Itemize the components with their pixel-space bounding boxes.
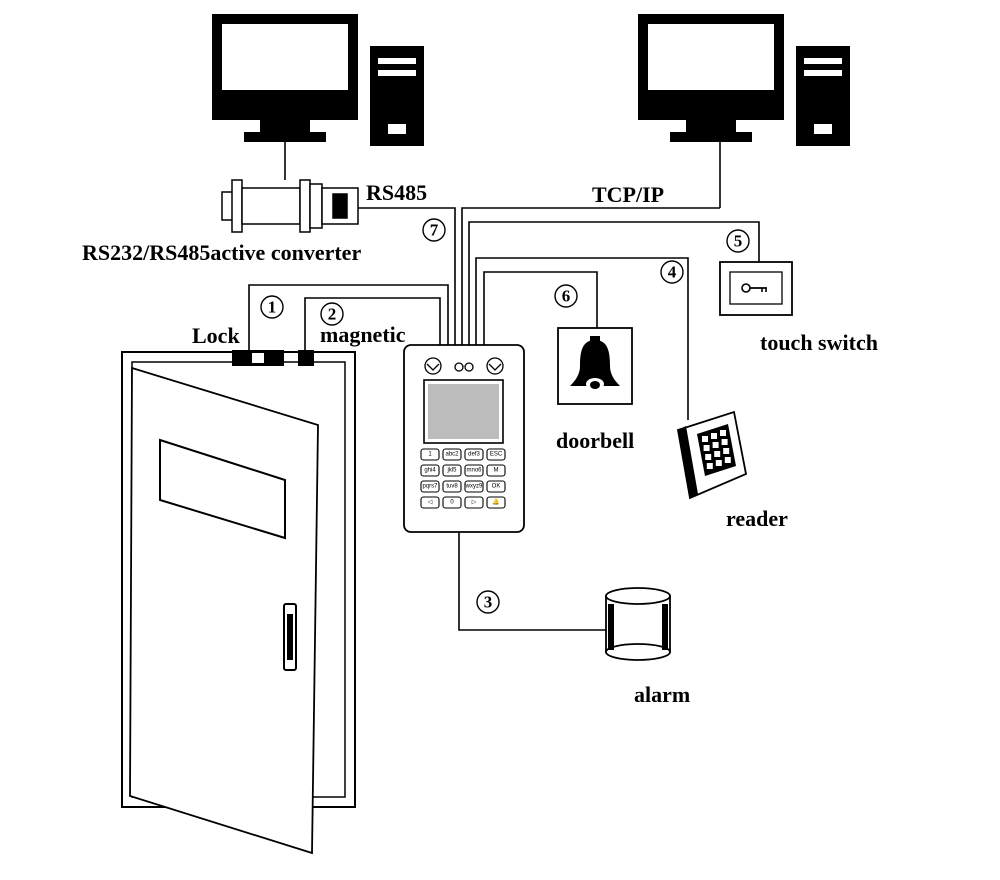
connection-number-1: 1 (260, 295, 284, 319)
doorbell-device (557, 327, 633, 405)
keypad-key-label: M (494, 468, 499, 474)
lock-label: Lock (192, 323, 240, 348)
svg-text:4: 4 (668, 263, 677, 282)
alarm-device (605, 587, 671, 661)
keypad-key-label: ▷ (472, 500, 477, 506)
keypad-key-label: pqrs7 (422, 484, 438, 490)
door-leaf (129, 366, 319, 855)
keypad-key[interactable]: abc2 (442, 448, 462, 461)
terminal-screen (423, 379, 504, 444)
keypad-key[interactable]: 🔔 (486, 496, 506, 509)
right-computer (638, 14, 850, 146)
keypad-key-label: 1 (428, 452, 432, 458)
converter-icon (221, 179, 359, 233)
keypad-key[interactable]: mno6 (464, 464, 484, 477)
doorbell-label: doorbell (556, 428, 634, 453)
keypad-key-label: 🔔 (492, 498, 500, 506)
connection-number-7: 7 (422, 218, 446, 242)
left-tower-icon (370, 46, 424, 146)
keypad-key[interactable]: ghi4 (420, 464, 440, 477)
svg-text:2: 2 (328, 305, 337, 324)
connection-number-2: 2 (320, 302, 344, 326)
door (121, 350, 356, 855)
keypad-key-label: ESC (490, 452, 503, 458)
door-handle-icon (283, 603, 297, 671)
keypad-key[interactable]: jkl5 (442, 464, 462, 477)
right-monitor-icon (638, 14, 784, 142)
touch-switch-label: touch switch (760, 330, 878, 355)
keypad-key-label: abc2 (445, 452, 459, 458)
left-monitor-icon (212, 14, 358, 142)
keypad-key[interactable]: ESC (486, 448, 506, 461)
tcpip-label: TCP/IP (592, 182, 664, 207)
keypad-key[interactable]: def3 (464, 448, 484, 461)
svg-text:7: 7 (430, 221, 439, 240)
keypad-key-label: def3 (468, 452, 480, 458)
converter-label: RS232/RS485active converter (82, 240, 361, 265)
left-computer (212, 14, 424, 146)
terminal-sensor-icon (424, 357, 504, 375)
keypad-key[interactable]: 0 (442, 496, 462, 509)
connection-number-3: 3 (476, 590, 500, 614)
keypad-key-label: jkl5 (446, 468, 457, 474)
reader-keypad-icon (702, 430, 731, 469)
reader-key (723, 448, 730, 454)
reader-key (712, 442, 719, 448)
reader-label: reader (726, 506, 788, 531)
bell-icon (570, 336, 620, 390)
reader-key (703, 445, 710, 451)
touch-switch-device (719, 261, 793, 316)
keypad-key-label: wxyz9 (465, 484, 483, 490)
keypad-key[interactable]: 1 (420, 448, 440, 461)
right-tower-icon (796, 46, 850, 146)
keypad-key[interactable]: pqrs7 (420, 480, 440, 493)
keypad-key-label: 0 (450, 500, 454, 506)
wiring (248, 142, 760, 631)
reader-key (706, 463, 713, 469)
connection-number-5: 5 (726, 229, 750, 253)
reader-key (715, 460, 722, 466)
connection-number-4: 4 (660, 260, 684, 284)
reader-key (724, 457, 731, 463)
keypad-key-label: OK (492, 484, 501, 490)
keypad-key[interactable]: ◁ (420, 496, 440, 509)
svg-text:5: 5 (734, 232, 743, 251)
keypad-key-label: ◁ (428, 500, 433, 506)
keypad-key[interactable]: tuv8 (442, 480, 462, 493)
reader-key (714, 451, 721, 457)
keypad-key-label: tuv8 (446, 484, 458, 490)
alarm-label: alarm (634, 682, 690, 707)
svg-text:1: 1 (268, 298, 277, 317)
magnetic-contact (298, 350, 314, 366)
key-icon (741, 283, 767, 293)
keypad-key-label: ghi4 (424, 468, 436, 474)
keypad-key[interactable]: wxyz9 (464, 480, 484, 493)
svg-text:3: 3 (484, 593, 493, 612)
reader-key (705, 454, 712, 460)
connection-number-6: 6 (554, 284, 578, 308)
rs485-label: RS485 (366, 180, 427, 205)
reader-key (721, 439, 728, 445)
keypad-key-label: mno6 (466, 468, 482, 474)
keypad-key[interactable]: ▷ (464, 496, 484, 509)
keypad-key[interactable]: OK (486, 480, 506, 493)
reader-key (720, 430, 726, 436)
siren-icon (605, 587, 671, 661)
card-reader-device (676, 410, 748, 500)
reader-key (702, 436, 708, 442)
reader-key (711, 433, 717, 439)
magnetic-label: magnetic (320, 322, 406, 347)
keypad-key[interactable]: M (486, 464, 506, 477)
lock-block (232, 350, 284, 366)
svg-text:6: 6 (562, 287, 571, 306)
